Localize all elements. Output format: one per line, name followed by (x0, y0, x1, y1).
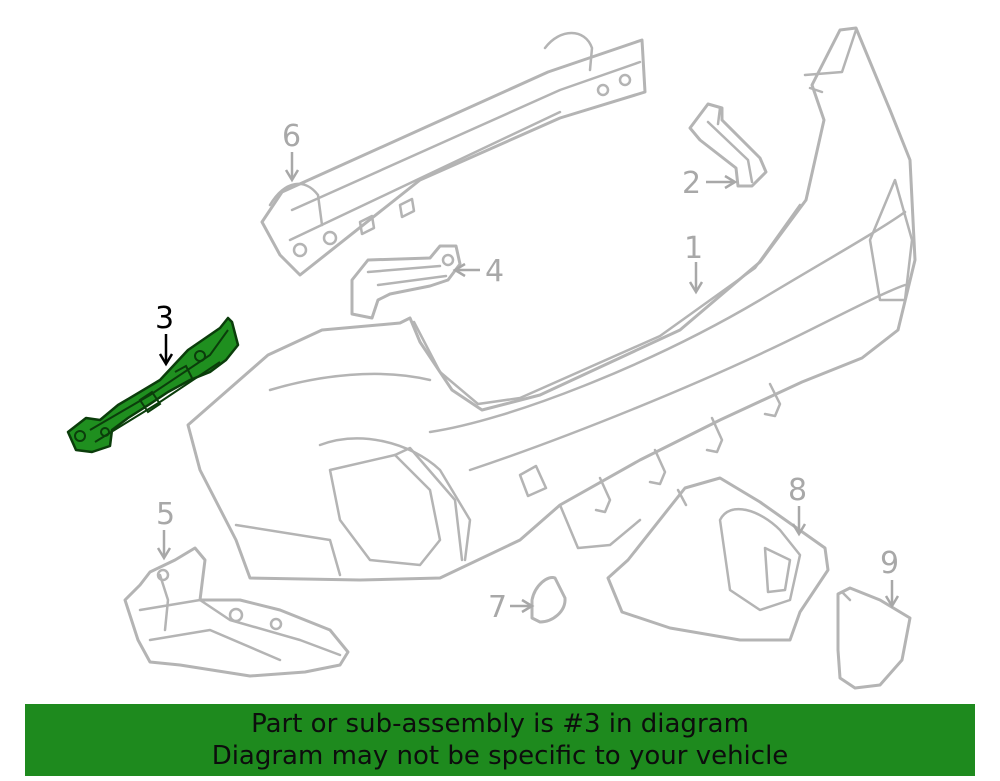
svg-text:9: 9 (880, 546, 899, 581)
svg-text:6: 6 (282, 119, 301, 154)
callout-4[interactable]: 4 (452, 254, 504, 289)
callout-5[interactable]: 5 (156, 497, 175, 561)
callout-6[interactable]: 6 (282, 119, 301, 183)
part-5-bracket-assembly[interactable] (123, 546, 350, 678)
callout-7[interactable]: 7 (488, 590, 535, 625)
part-9-cover[interactable] (836, 586, 912, 690)
banner-line-disclaimer: Diagram may not be specific to your vehi… (211, 741, 789, 771)
part-1-bumper-cover[interactable] (186, 26, 917, 582)
svg-text:7: 7 (488, 590, 507, 625)
part-6-reinforcement-beam[interactable] (260, 31, 647, 277)
svg-text:5: 5 (156, 497, 175, 532)
part-3-side-bracket-highlighted[interactable] (66, 316, 240, 454)
callout-3[interactable]: 3 (155, 301, 174, 367)
part-2-bracket[interactable] (688, 102, 768, 188)
banner-line-part-number: Part or sub-assembly is #3 in diagram (251, 709, 749, 739)
part-info-banner: Part or sub-assembly is #3 in diagram Di… (25, 704, 975, 776)
part-7-cap[interactable] (530, 575, 567, 624)
parts-diagram: 1 2 3 4 5 6 7 8 9 (66, 26, 917, 690)
svg-text:2: 2 (682, 166, 701, 201)
callout-1[interactable]: 1 (684, 231, 703, 295)
part-8-reflector-housing[interactable] (606, 476, 830, 642)
svg-text:1: 1 (684, 231, 703, 266)
callout-9[interactable]: 9 (880, 546, 899, 609)
callout-8[interactable]: 8 (788, 473, 807, 537)
svg-text:3: 3 (155, 301, 174, 336)
svg-text:8: 8 (788, 473, 807, 508)
part-4-bracket[interactable] (350, 244, 462, 320)
svg-text:4: 4 (485, 254, 504, 289)
callout-2[interactable]: 2 (682, 166, 738, 201)
